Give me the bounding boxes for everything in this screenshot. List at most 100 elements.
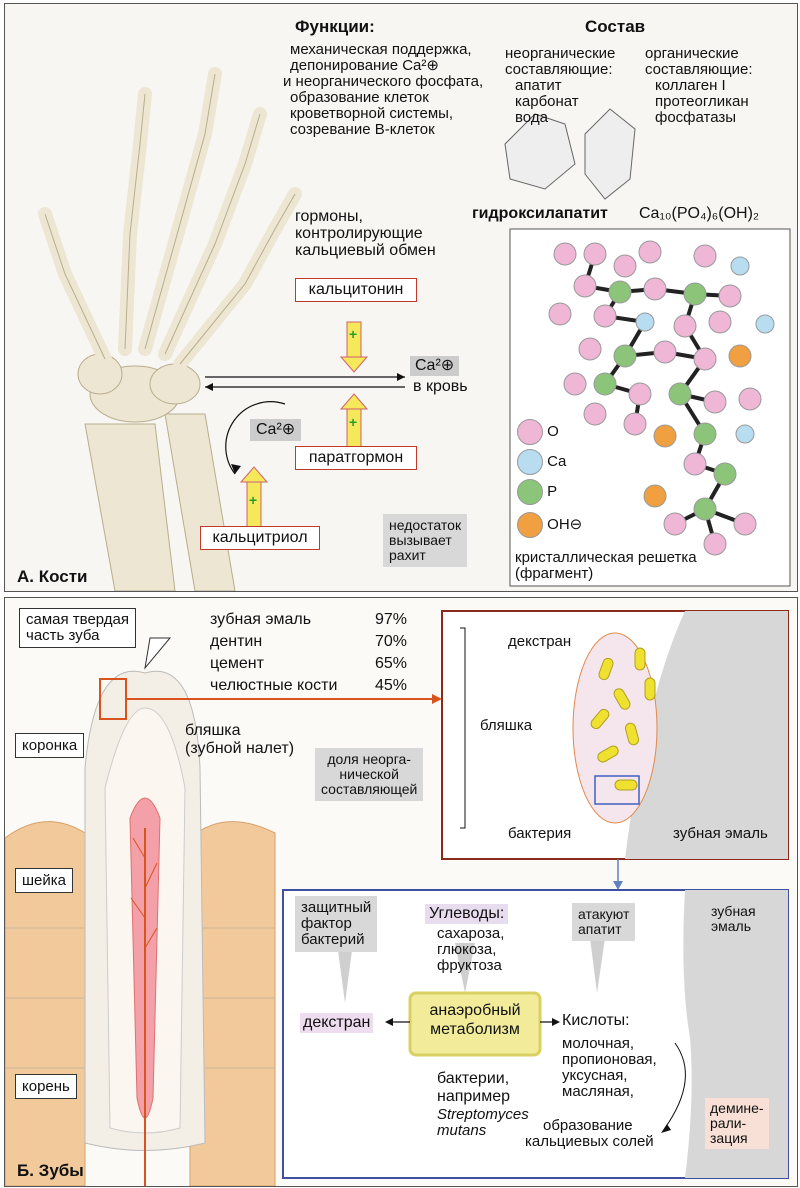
hormones-line-1: гормоны,	[295, 208, 363, 225]
lattice-atom	[573, 274, 597, 298]
zoom-enamel-label: зубная эмаль	[673, 825, 768, 842]
lattice-atom	[693, 422, 717, 446]
functions-heading: Функции:	[295, 17, 375, 36]
lattice-atom	[703, 532, 727, 556]
lattice-atom	[653, 340, 677, 364]
plus-icon-3: +	[249, 492, 258, 508]
hormones-line-2: контролирующие	[295, 225, 423, 242]
lattice-atom	[548, 302, 572, 326]
lattice-atom	[718, 284, 742, 308]
lattice-atom	[683, 282, 707, 306]
anaerobic-line-1: анаэробный	[429, 1002, 521, 1019]
acid-4: масляная,	[562, 1083, 634, 1100]
organic-item-1: коллаген I	[655, 77, 726, 94]
root-label: корень	[15, 1074, 77, 1099]
species-line-2: mutans	[437, 1122, 487, 1139]
lattice-atom	[643, 484, 667, 508]
lattice-atom	[578, 337, 602, 361]
anaerobic-line-2: метаболизм	[430, 1021, 520, 1038]
lattice-atom	[693, 244, 717, 268]
lattice-atom	[668, 382, 692, 406]
bacteria-line-2: например	[437, 1088, 511, 1105]
lattice-atom	[730, 256, 750, 276]
lattice-atom	[593, 304, 617, 328]
zoom-dextran-label: декстран	[508, 633, 572, 650]
deficiency-note: недостаток вызывает рахит	[383, 514, 468, 567]
lattice-atom	[628, 382, 652, 406]
carb-3: фруктоза	[437, 957, 502, 974]
crystal-lattice	[548, 240, 775, 556]
lattice-atom	[553, 242, 577, 266]
lattice-atom	[608, 280, 632, 304]
neck-label: шейка	[15, 868, 73, 893]
lattice-caption-2: (фрагмент)	[515, 565, 594, 582]
carb-1: сахароза,	[437, 925, 505, 942]
panel-a-title: А. Кости	[17, 567, 88, 586]
lattice-atom	[593, 372, 617, 396]
attack-apatite-note: атакуют апатит	[572, 903, 636, 941]
bacteria-line-1: бактерии,	[437, 1070, 510, 1087]
lattice-atom	[653, 424, 677, 448]
ca-blood-label: Ca²⊕	[410, 356, 460, 376]
inorganic-share-note: доля неорга- нической составляющей	[315, 748, 424, 801]
salts-line-2: кальциевых солей	[525, 1133, 654, 1150]
legend-p: P	[517, 479, 557, 505]
legend-ca: Ca	[517, 449, 566, 475]
panel-bones: А. Кости Функции: механическая поддержка…	[4, 3, 798, 592]
ca-bone-label: Ca²⊕	[250, 419, 302, 441]
plus-icon-1: +	[349, 326, 358, 342]
zoom-bacterium-label: бактерия	[508, 825, 572, 842]
lattice-atom	[683, 452, 707, 476]
lattice-atom	[638, 240, 662, 264]
plaque-label-1: бляшка	[185, 722, 241, 739]
zoom-plaque-label: бляшка	[480, 717, 533, 734]
to-blood-label: в кровь	[413, 378, 468, 395]
legend-ca-dot	[517, 449, 543, 475]
enamel2-label-2: эмаль	[711, 918, 752, 934]
lattice-atom	[673, 314, 697, 338]
lattice-atom	[583, 402, 607, 426]
crystal-icons	[504, 108, 636, 200]
crown-label: коронка	[15, 733, 85, 758]
acid-3: уксусная,	[562, 1067, 628, 1084]
parathormone-box: паратгормон	[295, 446, 417, 470]
legend-p-dot	[517, 479, 543, 505]
table-name-2: дентин	[210, 633, 263, 650]
acid-2: пропионовая,	[562, 1051, 657, 1068]
dextran2-label: декстран	[300, 1013, 374, 1033]
lattice-atom	[733, 512, 757, 536]
acids-heading: Кислоты:	[562, 1012, 630, 1029]
functions-line-5: кроветворной системы,	[290, 105, 454, 122]
lattice-atom	[663, 512, 687, 536]
composition-heading: Состав	[585, 17, 646, 36]
legend-o-dot	[517, 419, 543, 445]
lattice-atom	[635, 312, 655, 332]
carbs-heading: Углеводы:	[425, 904, 509, 924]
lattice-atom	[563, 372, 587, 396]
table-name-1: зубная эмаль	[210, 611, 312, 628]
demineralization-label: демине- рали- зация	[705, 1098, 769, 1149]
inorganic-label-2: составляющие:	[505, 61, 613, 78]
panel-b-title: Б. Зубы	[17, 1161, 84, 1180]
table-value-4: 45%	[375, 677, 408, 694]
lattice-atom	[755, 314, 775, 334]
legend-o: O	[517, 419, 559, 445]
functions-line-2: депонирование Ca²⊕	[290, 57, 439, 74]
inorganic-item-3: вода	[515, 109, 548, 126]
calcitriol-box: кальцитриол	[200, 526, 320, 550]
lattice-atom	[703, 390, 727, 414]
hormones-line-3: кальциевый обмен	[295, 242, 436, 259]
functions-line-1: механическая поддержка,	[290, 41, 472, 58]
hydroxyapatite-name: гидроксилапатит	[472, 205, 608, 222]
lattice-atom	[735, 424, 755, 444]
lattice-atom	[728, 344, 752, 368]
plaque-label-2: (зубной налет)	[185, 740, 295, 757]
enamel2-label-1: зубная	[711, 903, 756, 919]
functions-line-4: образование клеток	[290, 89, 429, 106]
inorganic-label-1: неорганические	[505, 45, 616, 62]
lattice-atom	[708, 310, 732, 334]
lattice-atom	[623, 412, 647, 436]
lattice-atom	[693, 347, 717, 371]
lattice-atom	[713, 462, 737, 486]
organic-item-2: протеогликан	[655, 93, 749, 110]
